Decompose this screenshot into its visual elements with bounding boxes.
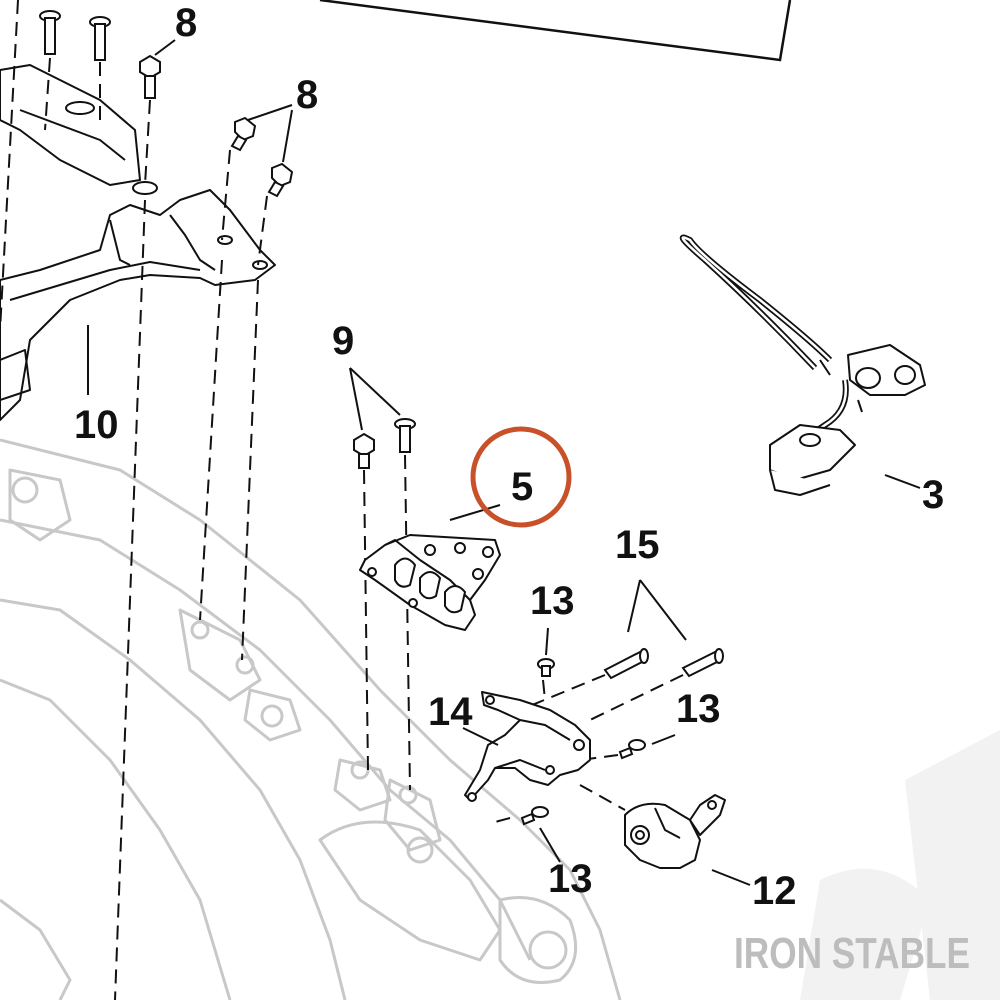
callout-14: 14 xyxy=(428,690,473,734)
hinge-bracket-part-5 xyxy=(359,534,501,631)
bolt-top-b xyxy=(89,16,111,61)
lock-part-12 xyxy=(624,794,726,869)
bolt-8-a xyxy=(139,54,161,99)
callout-13-right: 13 xyxy=(676,687,721,731)
assembly-lines xyxy=(0,0,684,1000)
leader-lines xyxy=(87,39,921,886)
callout-9: 9 xyxy=(332,319,354,363)
callout-5: 5 xyxy=(511,465,533,509)
screw-13-bottom xyxy=(520,806,549,826)
watermark-shapes xyxy=(800,730,1000,1000)
upper-bracket-part-10 xyxy=(0,64,276,421)
callout-15: 15 xyxy=(615,523,660,567)
latch-bracket-part-14 xyxy=(464,691,591,802)
callout-13-top: 13 xyxy=(530,579,575,623)
highlight-ring xyxy=(470,426,572,528)
bolt-8-c xyxy=(267,162,294,198)
callout-labels: 8 8 9 10 5 3 15 13 13 14 13 12 xyxy=(74,1,944,913)
cable-latch-part-3 xyxy=(679,234,926,496)
parts-box xyxy=(319,0,792,62)
callout-8-mid: 8 xyxy=(296,73,318,117)
bolts xyxy=(39,10,724,826)
callout-3: 3 xyxy=(922,473,944,517)
screw-13-right xyxy=(618,739,646,760)
bolt-top-a xyxy=(39,10,61,55)
callout-13-bottom: 13 xyxy=(548,857,593,901)
pins-part-15 xyxy=(603,648,724,680)
screw-13-top xyxy=(537,658,555,677)
callout-8-top: 8 xyxy=(175,1,197,45)
bolt-9-b xyxy=(394,418,416,453)
callout-10: 10 xyxy=(74,403,119,447)
bolt-8-b xyxy=(230,116,257,152)
callout-12: 12 xyxy=(752,869,797,913)
motorcycle-frame xyxy=(0,438,622,1000)
brand-watermark: IRON STABLE xyxy=(734,929,970,978)
bolt-9-a xyxy=(353,432,375,469)
